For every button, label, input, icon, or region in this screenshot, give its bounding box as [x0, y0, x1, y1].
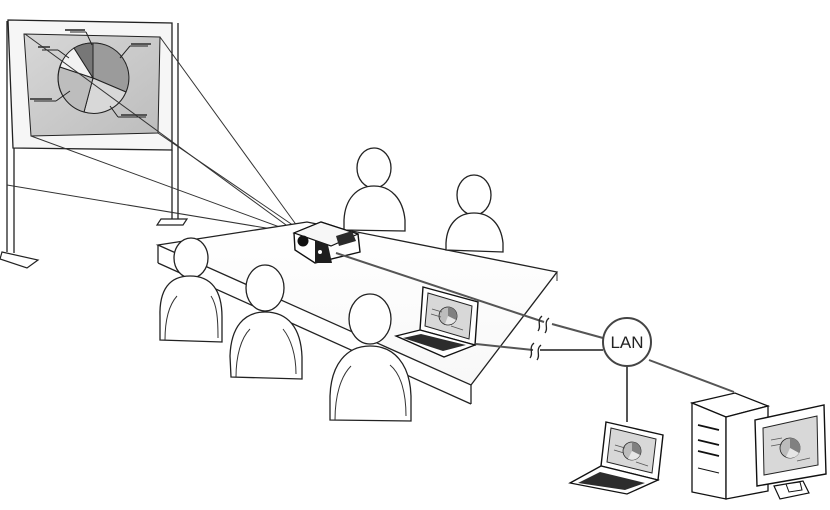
network-connections	[335, 252, 735, 422]
laptop-icon	[393, 286, 479, 358]
laptop-icon	[568, 421, 664, 495]
pie-chart-icon	[779, 437, 801, 459]
person-icon	[159, 237, 223, 343]
screen-callouts	[34, 31, 148, 118]
person-icon	[329, 293, 412, 422]
projection-screen	[0, 19, 189, 269]
projector-icon	[292, 221, 361, 264]
projection-beams	[6, 33, 301, 234]
desktop-computer-icon	[689, 392, 827, 500]
pie-chart-icon	[438, 306, 458, 326]
pie-chart-icon	[622, 441, 642, 461]
screen-callout-text-marks	[30, 29, 151, 116]
pie-chart-icon	[57, 42, 130, 114]
person-icon	[343, 147, 406, 232]
person-icon	[445, 174, 504, 253]
lan-hub: LAN	[602, 317, 652, 367]
person-icon	[229, 264, 303, 380]
lan-label: LAN	[610, 333, 643, 352]
